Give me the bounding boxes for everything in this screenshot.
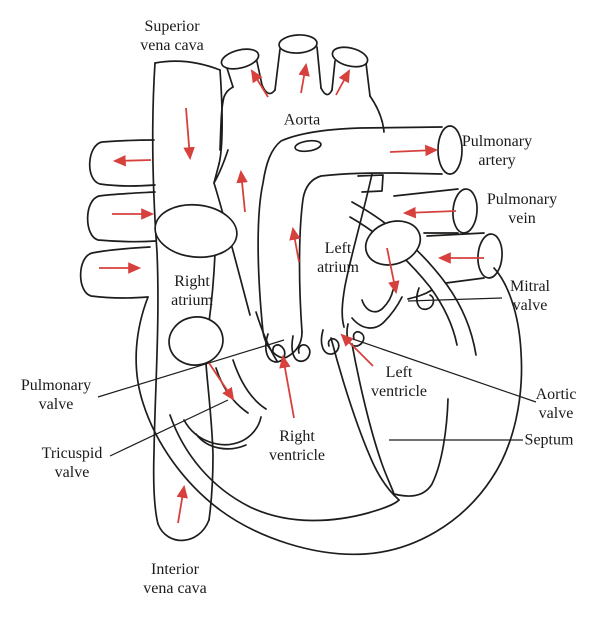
aorta-descending-edge bbox=[341, 173, 373, 328]
svc-opening-into-ra bbox=[154, 203, 238, 259]
lv-cavity-right-wall bbox=[393, 398, 449, 497]
tricuspid-channel-left bbox=[215, 367, 249, 414]
pv-upper-edges bbox=[393, 188, 459, 234]
left-stub-1 bbox=[88, 139, 156, 187]
la-floor bbox=[407, 289, 433, 300]
right-pulmonary-artery-stub bbox=[357, 174, 384, 193]
flow-right-ventricle-up bbox=[279, 354, 295, 419]
pv-opening-into-la bbox=[364, 220, 422, 266]
leader-pulmonary-valve bbox=[97, 339, 285, 398]
heart-outer-contour bbox=[135, 267, 523, 556]
aortic-valve-cusp-1 bbox=[320, 329, 340, 355]
mitral-leaflet-2 bbox=[361, 289, 394, 313]
flow-aorta-branch-right bbox=[335, 69, 351, 96]
pv-upper-cap bbox=[452, 188, 478, 234]
flow-svc-down bbox=[183, 107, 195, 161]
flow-pulmonary-vein-upper bbox=[402, 206, 457, 219]
pulmonary-trunk-right-pa-bottom bbox=[298, 172, 443, 333]
ivc-opening-into-ra bbox=[168, 316, 224, 366]
left-stub-2 bbox=[86, 191, 157, 243]
label-leader-lines bbox=[97, 297, 537, 457]
flow-aorta-branch-left bbox=[250, 69, 269, 98]
aorta-branch3-cap bbox=[331, 46, 369, 68]
aorta-valley1 bbox=[261, 84, 276, 95]
ivc-bottom-cap bbox=[157, 519, 210, 542]
svc-right-edge bbox=[218, 69, 223, 165]
aorta-branch3-edges bbox=[331, 60, 371, 97]
flow-left-atrium-down bbox=[386, 247, 400, 295]
aorta-valley2 bbox=[320, 87, 333, 96]
mitral-leaflet-1 bbox=[351, 296, 403, 329]
flow-aorta-ascending-up bbox=[236, 169, 248, 213]
aorta-arch-right bbox=[369, 95, 385, 133]
left-stub-3 bbox=[79, 246, 151, 299]
flow-ivc-up bbox=[176, 484, 188, 524]
tricuspid-channel-right bbox=[232, 359, 267, 410]
flow-tricuspid-down bbox=[208, 362, 235, 401]
aorta-arch-left bbox=[219, 86, 234, 151]
svc-left-edge bbox=[151, 62, 159, 525]
leader-aortic-valve bbox=[346, 336, 537, 403]
leader-tricuspid-valve bbox=[109, 399, 229, 457]
aorta-branch1-cap bbox=[220, 48, 260, 70]
aorta-branch2-edges bbox=[274, 46, 322, 91]
aorta-branch2-cap bbox=[278, 34, 318, 54]
septum-right-edge bbox=[351, 343, 395, 495]
pv-lower-cap bbox=[477, 233, 503, 279]
label-septum: Septum bbox=[524, 431, 574, 449]
mitral-posterior-hook bbox=[416, 287, 435, 311]
flow-pulmonary-trunk-up bbox=[289, 226, 301, 263]
septum-left-edge bbox=[330, 337, 400, 501]
svc-top-edge bbox=[154, 60, 221, 71]
tricuspid-leaflet-outer bbox=[183, 416, 262, 446]
flow-pulmonary-artery-right bbox=[389, 144, 439, 157]
pulmonary-valve-cusp-2 bbox=[291, 335, 311, 363]
flow-aorta-branch-middle bbox=[298, 62, 310, 94]
label-aorta: Aorta bbox=[283, 111, 321, 129]
trunk-junction-lens bbox=[294, 139, 322, 153]
pulmonary-trunk-left-pa-top bbox=[257, 126, 443, 333]
la-wall-outer-arc bbox=[351, 201, 477, 356]
pulmonary-artery-cap bbox=[437, 125, 463, 175]
svc-aorta-notch bbox=[213, 149, 229, 184]
heart-inner-wall bbox=[169, 414, 400, 522]
leader-mitral-valve bbox=[407, 297, 503, 302]
flow-left-ventricle-up bbox=[340, 333, 374, 367]
tricuspid-leaflet-inner bbox=[195, 433, 247, 450]
blood-flow-arrows bbox=[99, 62, 484, 524]
flow-left-stub-out bbox=[112, 154, 152, 167]
ivc-right-edge bbox=[205, 253, 216, 521]
pv-lower-edges bbox=[426, 232, 485, 284]
